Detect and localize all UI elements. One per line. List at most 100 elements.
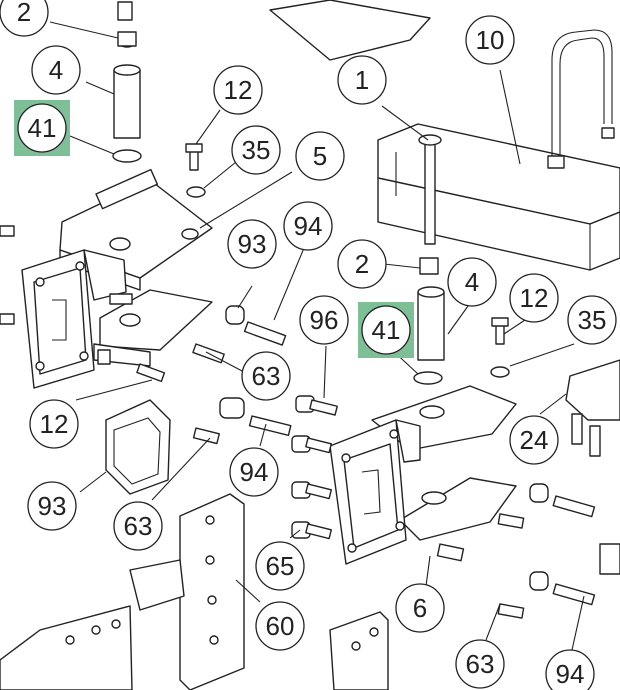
- callout-label: 41: [372, 315, 401, 345]
- callout-circle: [299, 295, 349, 345]
- callout-circle: [361, 305, 411, 355]
- callout-circle: [255, 541, 305, 591]
- callout-circle: [31, 45, 81, 95]
- callout-label: 10: [476, 25, 505, 55]
- callout-label: 1: [355, 65, 369, 95]
- callout-label: 93: [38, 491, 67, 521]
- callout-63: 63: [455, 639, 505, 689]
- callout-circle: [27, 481, 77, 531]
- callout-circle: [455, 639, 505, 689]
- right-lower-fasteners: [436, 483, 620, 619]
- callout-circle: [255, 601, 305, 651]
- left-lower-block: [105, 399, 171, 495]
- callout-circle: [567, 295, 617, 345]
- right-fastener-stack: [291, 395, 338, 540]
- callout-35: 35: [231, 125, 281, 175]
- right-lower-plate: [399, 477, 517, 541]
- callout-41: 41: [14, 100, 70, 156]
- right-small-bolt: [490, 317, 510, 378]
- callout-label: 96: [310, 305, 339, 335]
- callout-circle: [509, 415, 559, 465]
- callout-12: 12: [213, 65, 263, 115]
- callout-circle: [283, 201, 333, 251]
- callout-94: 94: [283, 201, 333, 251]
- callout-label: 4: [465, 267, 479, 297]
- bottom-left-frame: [0, 605, 133, 690]
- callout-label: 94: [556, 659, 585, 689]
- callout-93: 93: [227, 219, 277, 269]
- leader-lines: [49, 21, 585, 651]
- callout-circle: [227, 219, 277, 269]
- callout-10: 10: [465, 15, 515, 65]
- left-pin: [225, 305, 287, 346]
- callout-94: 94: [545, 649, 595, 690]
- callout-label: 35: [242, 135, 271, 165]
- callout-label: 6: [413, 593, 427, 623]
- callout-1: 1: [337, 55, 387, 105]
- callout-circle: [395, 583, 445, 633]
- callout-circle: [29, 399, 79, 449]
- u-bolt: [547, 29, 615, 169]
- callout-label: 2: [355, 249, 369, 279]
- upper-left-bolt: [185, 143, 206, 198]
- callout-label: 35: [578, 305, 607, 335]
- callout-label: 63: [252, 361, 281, 391]
- callout-6: 6: [395, 583, 445, 633]
- left-bushing: [112, 1, 142, 163]
- callout-circle: [231, 125, 281, 175]
- bottom-center-bracket: [329, 611, 389, 690]
- callout-circle: [241, 351, 291, 401]
- callout-12: 12: [29, 399, 79, 449]
- callout-circle: [337, 239, 387, 289]
- callout-12: 12: [509, 273, 559, 323]
- left-hinge-frame: [21, 249, 151, 389]
- callout-35: 35: [567, 295, 617, 345]
- callout-94: 94: [229, 447, 279, 497]
- callout-circle: [229, 447, 279, 497]
- callout-label: 12: [224, 75, 253, 105]
- callout-label: 4: [49, 55, 63, 85]
- callout-label: 93: [238, 229, 267, 259]
- callout-label: 12: [40, 409, 69, 439]
- callout-circle: [295, 131, 345, 181]
- callout-circle: [447, 257, 497, 307]
- callout-circle: [545, 649, 595, 690]
- callout-4: 4: [31, 45, 81, 95]
- callout-24: 24: [509, 415, 559, 465]
- callout-label: 65: [266, 551, 295, 581]
- callout-circle: [465, 15, 515, 65]
- callout-63: 63: [113, 501, 163, 551]
- callout-label: 2: [17, 0, 31, 27]
- callout-2: 2: [337, 239, 387, 289]
- callout-label: 94: [294, 211, 323, 241]
- callout-label: 63: [466, 649, 495, 679]
- callout-label: 5: [313, 141, 327, 171]
- callout-5: 5: [295, 131, 345, 181]
- callout-label: 63: [124, 511, 153, 541]
- callout-label: 94: [240, 457, 269, 487]
- callout-circle: [113, 501, 163, 551]
- callout-4: 4: [447, 257, 497, 307]
- vertical-plate: [129, 493, 245, 690]
- callout-label: 24: [520, 425, 549, 455]
- top-plate: [269, 0, 431, 61]
- right-hinge-frame: [329, 419, 421, 565]
- callout-label: 12: [520, 283, 549, 313]
- callout-41: 41: [358, 302, 414, 358]
- callout-label: 41: [28, 113, 57, 143]
- callout-63: 63: [241, 351, 291, 401]
- callout-96: 96: [299, 295, 349, 345]
- callout-93: 93: [27, 481, 77, 531]
- callout-circle: [509, 273, 559, 323]
- left-lower-plate: [99, 289, 213, 351]
- callout-2: 2: [0, 0, 49, 37]
- callout-circle: [17, 103, 67, 153]
- main-beam: [377, 123, 620, 271]
- callout-circle: [337, 55, 387, 105]
- callout-65: 65: [255, 541, 305, 591]
- callout-60: 60: [255, 601, 305, 651]
- long-bolt: [418, 134, 442, 245]
- left-small-parts: [192, 397, 292, 445]
